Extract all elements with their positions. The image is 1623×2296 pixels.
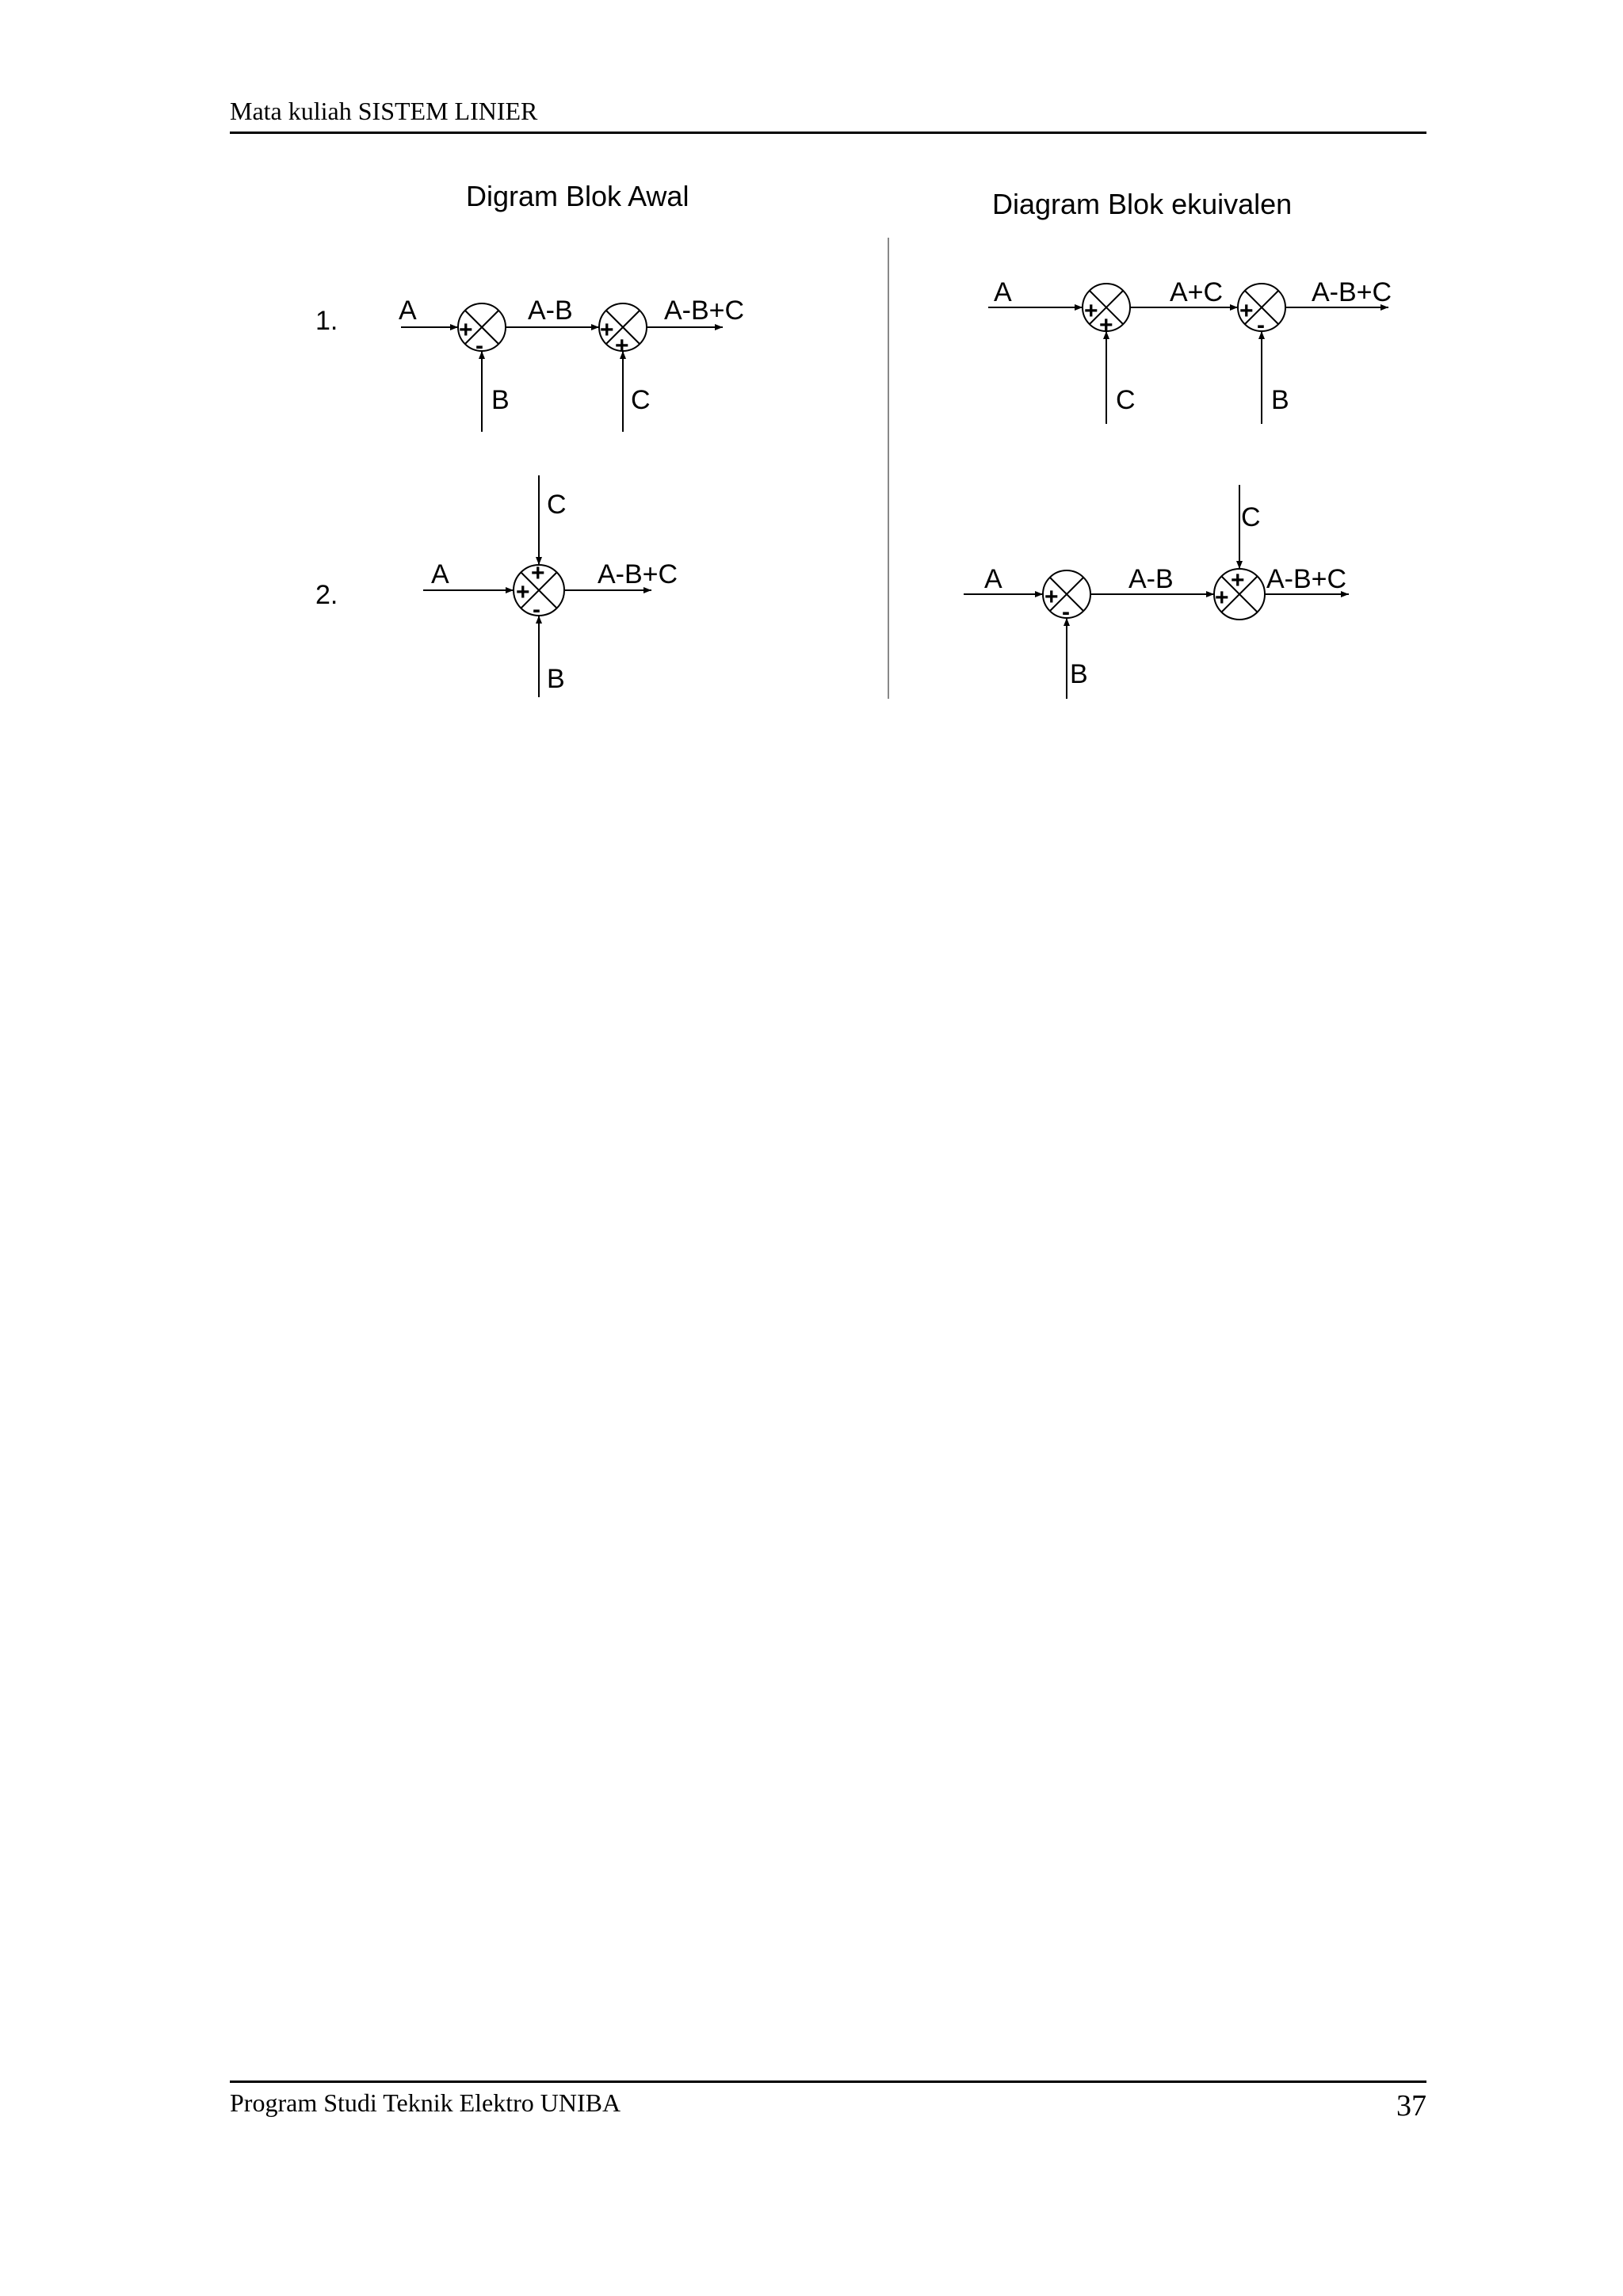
signal-label-a-plus-c: A+C xyxy=(1170,277,1223,307)
signal-label-c: C xyxy=(631,385,651,415)
footer-rule xyxy=(230,2081,1426,2083)
footer-program: Program Studi Teknik Elektro UNIBA xyxy=(230,2088,621,2117)
junction-1-sign-left: + xyxy=(1084,298,1098,324)
junction-1-sign-left: + xyxy=(1044,584,1059,610)
original-diagram-1: A + - B A-B + + C A-B+C xyxy=(399,296,744,432)
signal-label-output: A-B+C xyxy=(1312,277,1392,307)
row-number-1: 1. xyxy=(315,306,338,336)
junction-1-sign-bottom: - xyxy=(1062,599,1070,625)
signal-label-a-minus-b: A-B xyxy=(528,296,573,326)
original-diagram-2: C A + + - B A-B+C xyxy=(423,475,678,697)
signal-label-output: A-B+C xyxy=(598,559,678,589)
signal-label-c: C xyxy=(1116,385,1136,415)
signal-label-a-minus-b: A-B xyxy=(1128,564,1174,594)
summing-junction-1 xyxy=(457,303,506,352)
signal-label-a: A xyxy=(994,277,1012,307)
signal-label-a: A xyxy=(431,559,449,589)
junction-2-sign-bottom: - xyxy=(1257,312,1265,338)
row-number-2: 2. xyxy=(315,580,338,610)
signal-label-b: B xyxy=(1271,385,1289,415)
junction-2-sign-top: + xyxy=(1231,567,1245,593)
junction-1-sign-left: + xyxy=(459,317,473,343)
page-number: 37 xyxy=(1396,2089,1426,2122)
right-column-title: Diagram Blok ekuivalen xyxy=(992,188,1292,220)
equivalent-diagram-2: A + - B A-B C + + A-B+C xyxy=(964,485,1349,699)
signal-label-b: B xyxy=(547,664,565,694)
junction-sign-top: + xyxy=(531,560,545,586)
signal-label-b: B xyxy=(491,385,510,415)
junction-2-sign-left: + xyxy=(600,317,614,343)
junction-1-sign-bottom: + xyxy=(1099,312,1113,338)
signal-label-b: B xyxy=(1070,659,1088,689)
junction-2-sign-left: + xyxy=(1215,585,1229,611)
equivalent-diagram-1: A + + C A+C + - B A-B+C xyxy=(988,277,1392,424)
junction-sign-left: + xyxy=(516,579,530,605)
signal-label-a: A xyxy=(984,564,1002,594)
course-header: Mata kuliah SISTEM LINIER xyxy=(230,97,538,125)
left-column-title: Digram Blok Awal xyxy=(466,180,689,212)
signal-label-output: A-B+C xyxy=(1266,564,1346,594)
signal-label-a: A xyxy=(399,296,417,326)
junction-1-sign-bottom: - xyxy=(475,333,483,359)
junction-2-sign-bottom: + xyxy=(615,333,629,359)
signal-label-c: C xyxy=(1241,502,1261,532)
signal-label-c: C xyxy=(547,490,567,520)
signal-label-output: A-B+C xyxy=(664,296,744,326)
header-rule xyxy=(230,132,1426,134)
junction-sign-bottom: - xyxy=(533,597,540,623)
junction-2-sign-left: + xyxy=(1239,298,1254,324)
